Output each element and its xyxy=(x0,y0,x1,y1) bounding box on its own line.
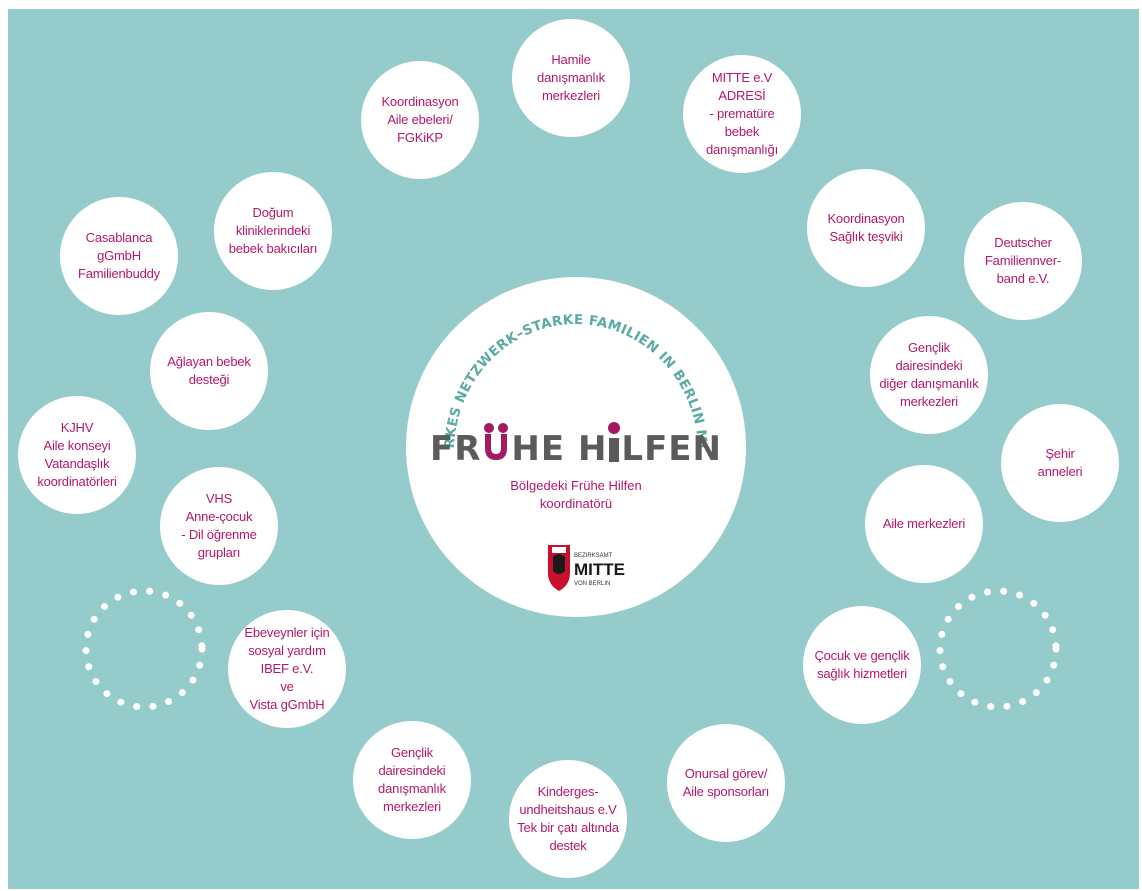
i-dot-glyph xyxy=(607,422,621,469)
node-kjhv: KJHV Aile konseyi Vatandaşlık koordinatö… xyxy=(18,396,136,514)
node-genclik-diger: Gençlik dairesindeki diğer danışmanlık m… xyxy=(870,316,988,434)
node-casablanca: Casablanca gGmbH Familienbuddy xyxy=(60,197,178,315)
node-koordinasyon-aile: Koordinasyon Aile ebeleri/ FGKiKP xyxy=(361,61,479,179)
svg-text:STARKES NETZWERK–STARKE FAMILI: STARKES NETZWERK–STARKE FAMILIEN IN BERL… xyxy=(406,277,710,449)
dotted-placeholder-circle-right xyxy=(936,587,1060,711)
bezirksamt-mitte-logo: BEZIRKSAMT MITTE VON BERLIN xyxy=(544,539,630,595)
logo-sub-text: VON BERLIN xyxy=(574,581,610,587)
node-genclik-dairesi: Gençlik dairesindeki danışmanlık merkezl… xyxy=(353,721,471,839)
node-koordinasyon-saglik: Koordinasyon Sağlık teşviki xyxy=(807,169,925,287)
brand-part-3: LFEN xyxy=(621,429,722,469)
node-onursal: Onursal görev/ Aile sponsorları xyxy=(667,724,785,842)
u-umlaut-glyph xyxy=(481,423,511,469)
network-diagram: Hamile danışmanlık merkezleri MITTE e.V … xyxy=(8,9,1139,889)
node-vhs: VHS Anne-çocuk - Dil öğrenme grupları xyxy=(160,467,278,585)
logo-main-text: MITTE xyxy=(574,560,625,579)
node-ebeveynler: Ebeveynler için sosyal yardım IBEF e.V. … xyxy=(228,610,346,728)
central-hub: STARKES NETZWERK–STARKE FAMILIEN IN BERL… xyxy=(406,277,746,617)
fruhe-hilfen-logo: FR HE H LFEN xyxy=(406,422,746,469)
node-kindergesundheitshaus: Kinderges- undheitshaus e.V Tek bir çatı… xyxy=(509,760,627,878)
node-dogum: Doğum kliniklerindeki bebek bakıcıları xyxy=(214,172,332,290)
node-aglayan: Ağlayan bebek desteği xyxy=(150,312,268,430)
arc-text: STARKES NETZWERK–STARKE FAMILIEN IN BERL… xyxy=(406,277,710,449)
logo-small-text: BEZIRKSAMT xyxy=(574,553,613,559)
node-mitte-ev: MITTE e.V ADRESİ - prematüre bebek danış… xyxy=(683,55,801,173)
node-sehir: Şehir anneleri xyxy=(1001,404,1119,522)
node-deutscher: Deutscher Familiennver- band e.V. xyxy=(964,202,1082,320)
node-hamile: Hamile danışmanlık merkezleri xyxy=(512,19,630,137)
brand-part-2: HE H xyxy=(511,429,608,469)
node-cocuk-genclik: Çocuk ve gençlik sağlık hizmetleri xyxy=(803,606,921,724)
center-caption: Bölgedeki Frühe Hilfen koordinatörü xyxy=(510,478,642,511)
network-arc-title: STARKES NETZWERK–STARKE FAMILIEN IN BERL… xyxy=(406,277,710,449)
node-aile-merkezleri: Aile merkezleri xyxy=(865,465,983,583)
dotted-placeholder-circle-left xyxy=(82,587,206,711)
brand-part-1: FR xyxy=(430,429,482,469)
